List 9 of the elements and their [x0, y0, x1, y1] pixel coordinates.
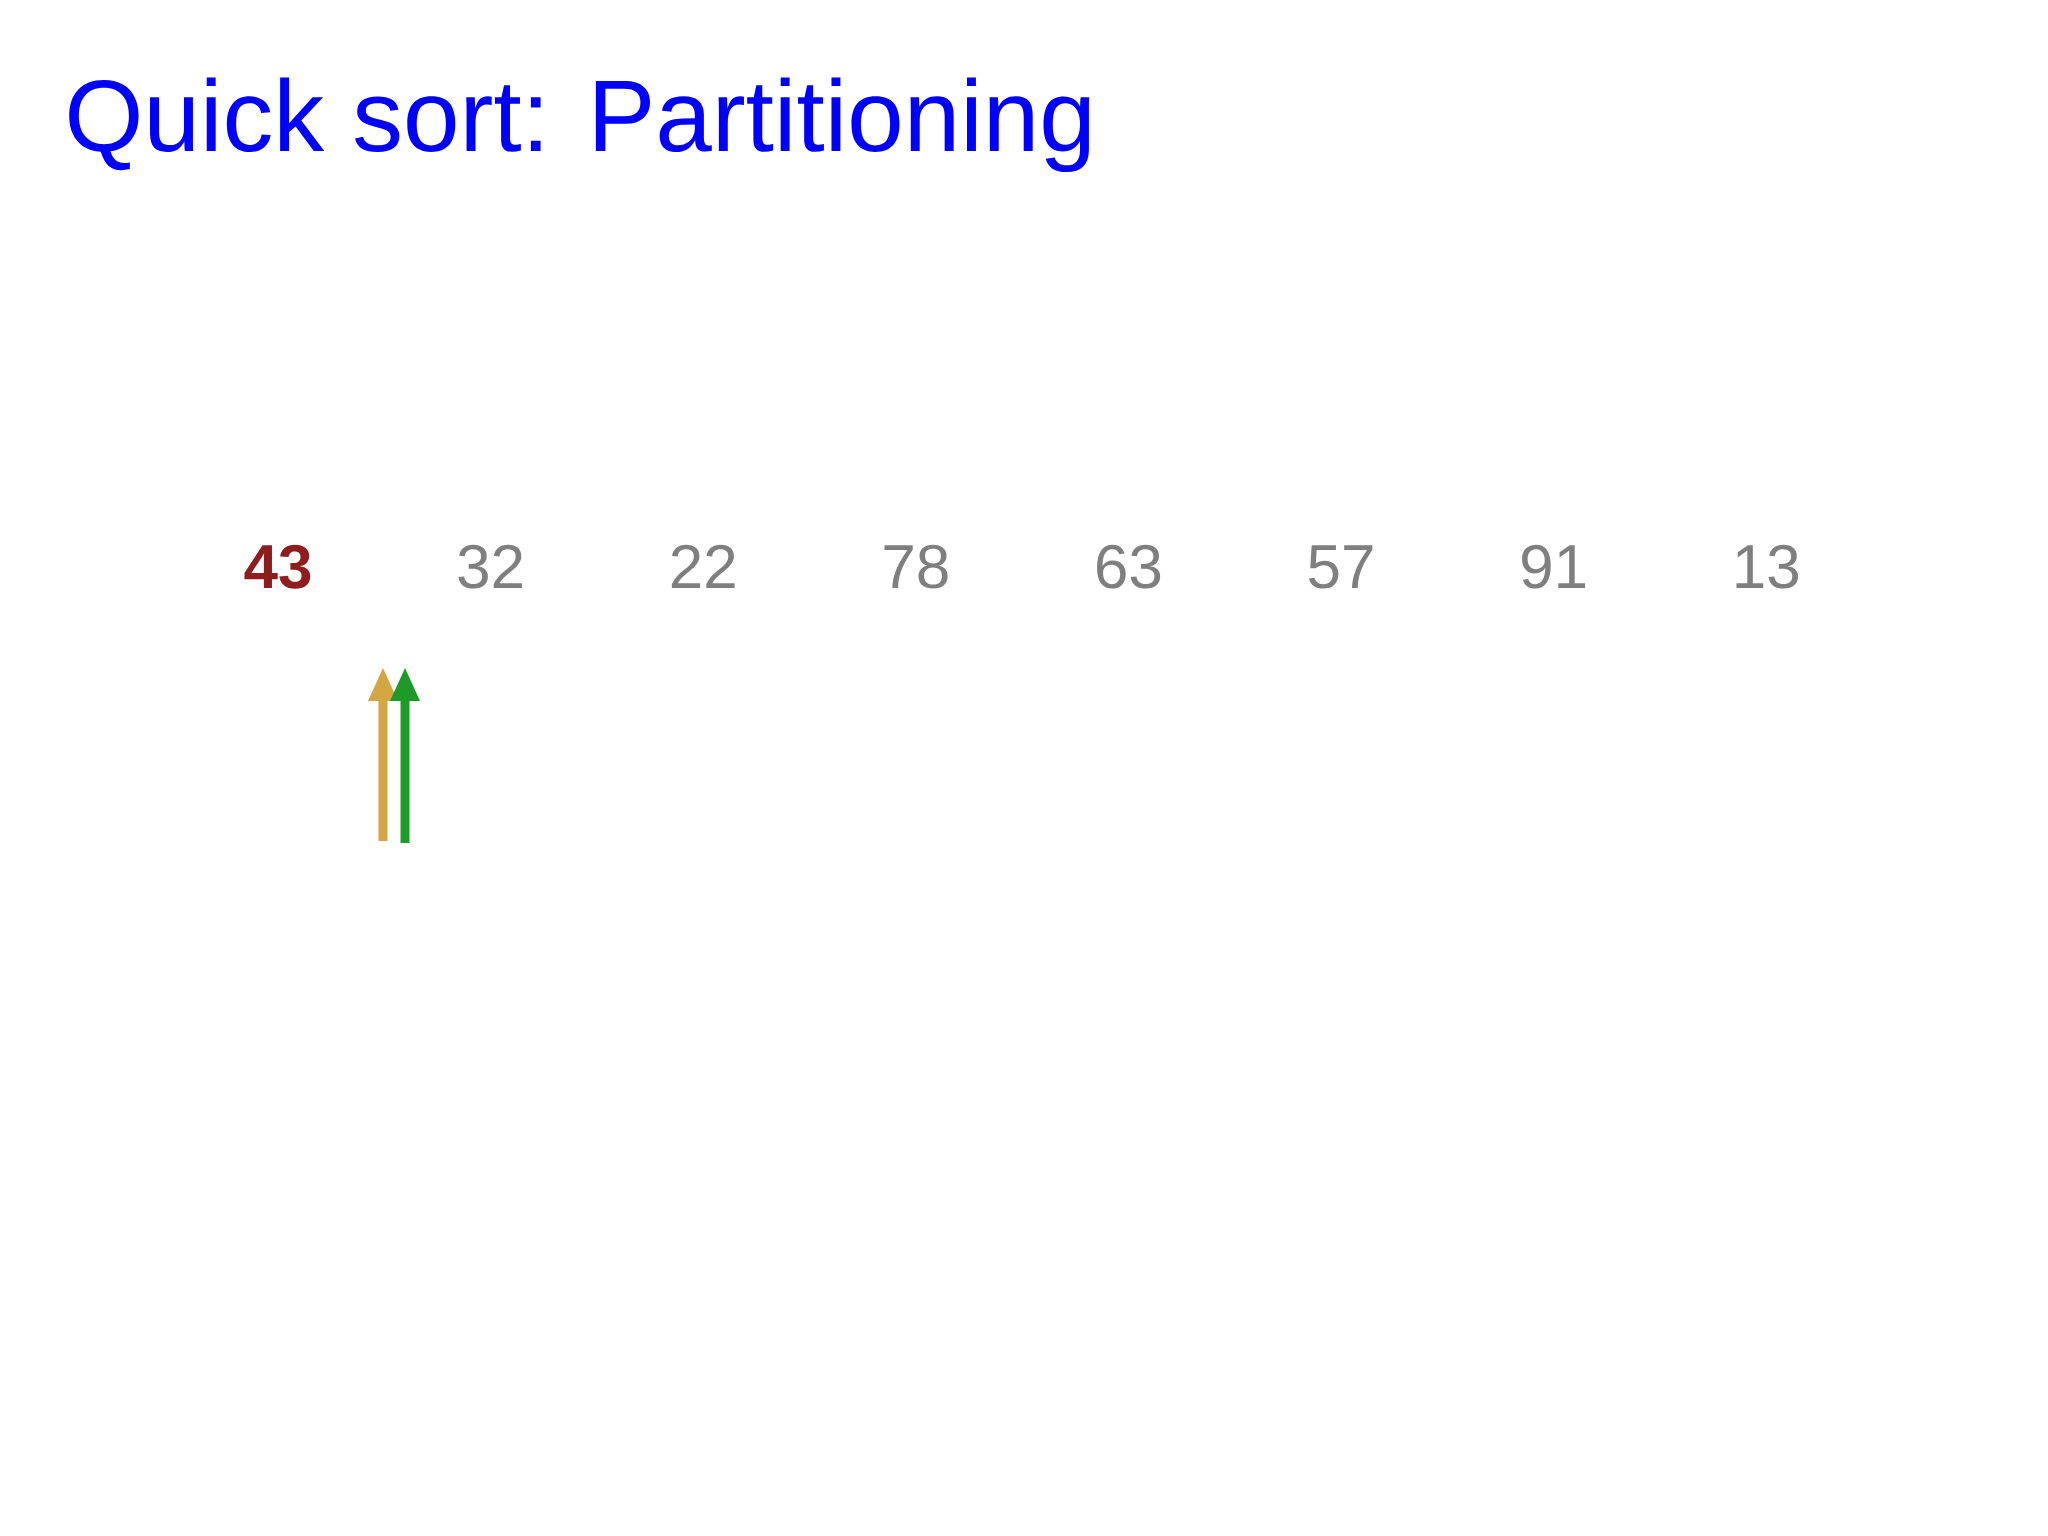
number: 22	[671, 544, 735, 588]
number: 13	[1736, 544, 1798, 589]
number: 78	[884, 544, 948, 589]
number: 91	[1522, 544, 1586, 589]
title: Quick sort: Partitioning	[69, 77, 1090, 173]
number: 63	[1097, 544, 1161, 589]
pivot-number: 43	[244, 544, 311, 589]
number: 57	[1309, 545, 1373, 589]
number: 32	[458, 544, 522, 589]
